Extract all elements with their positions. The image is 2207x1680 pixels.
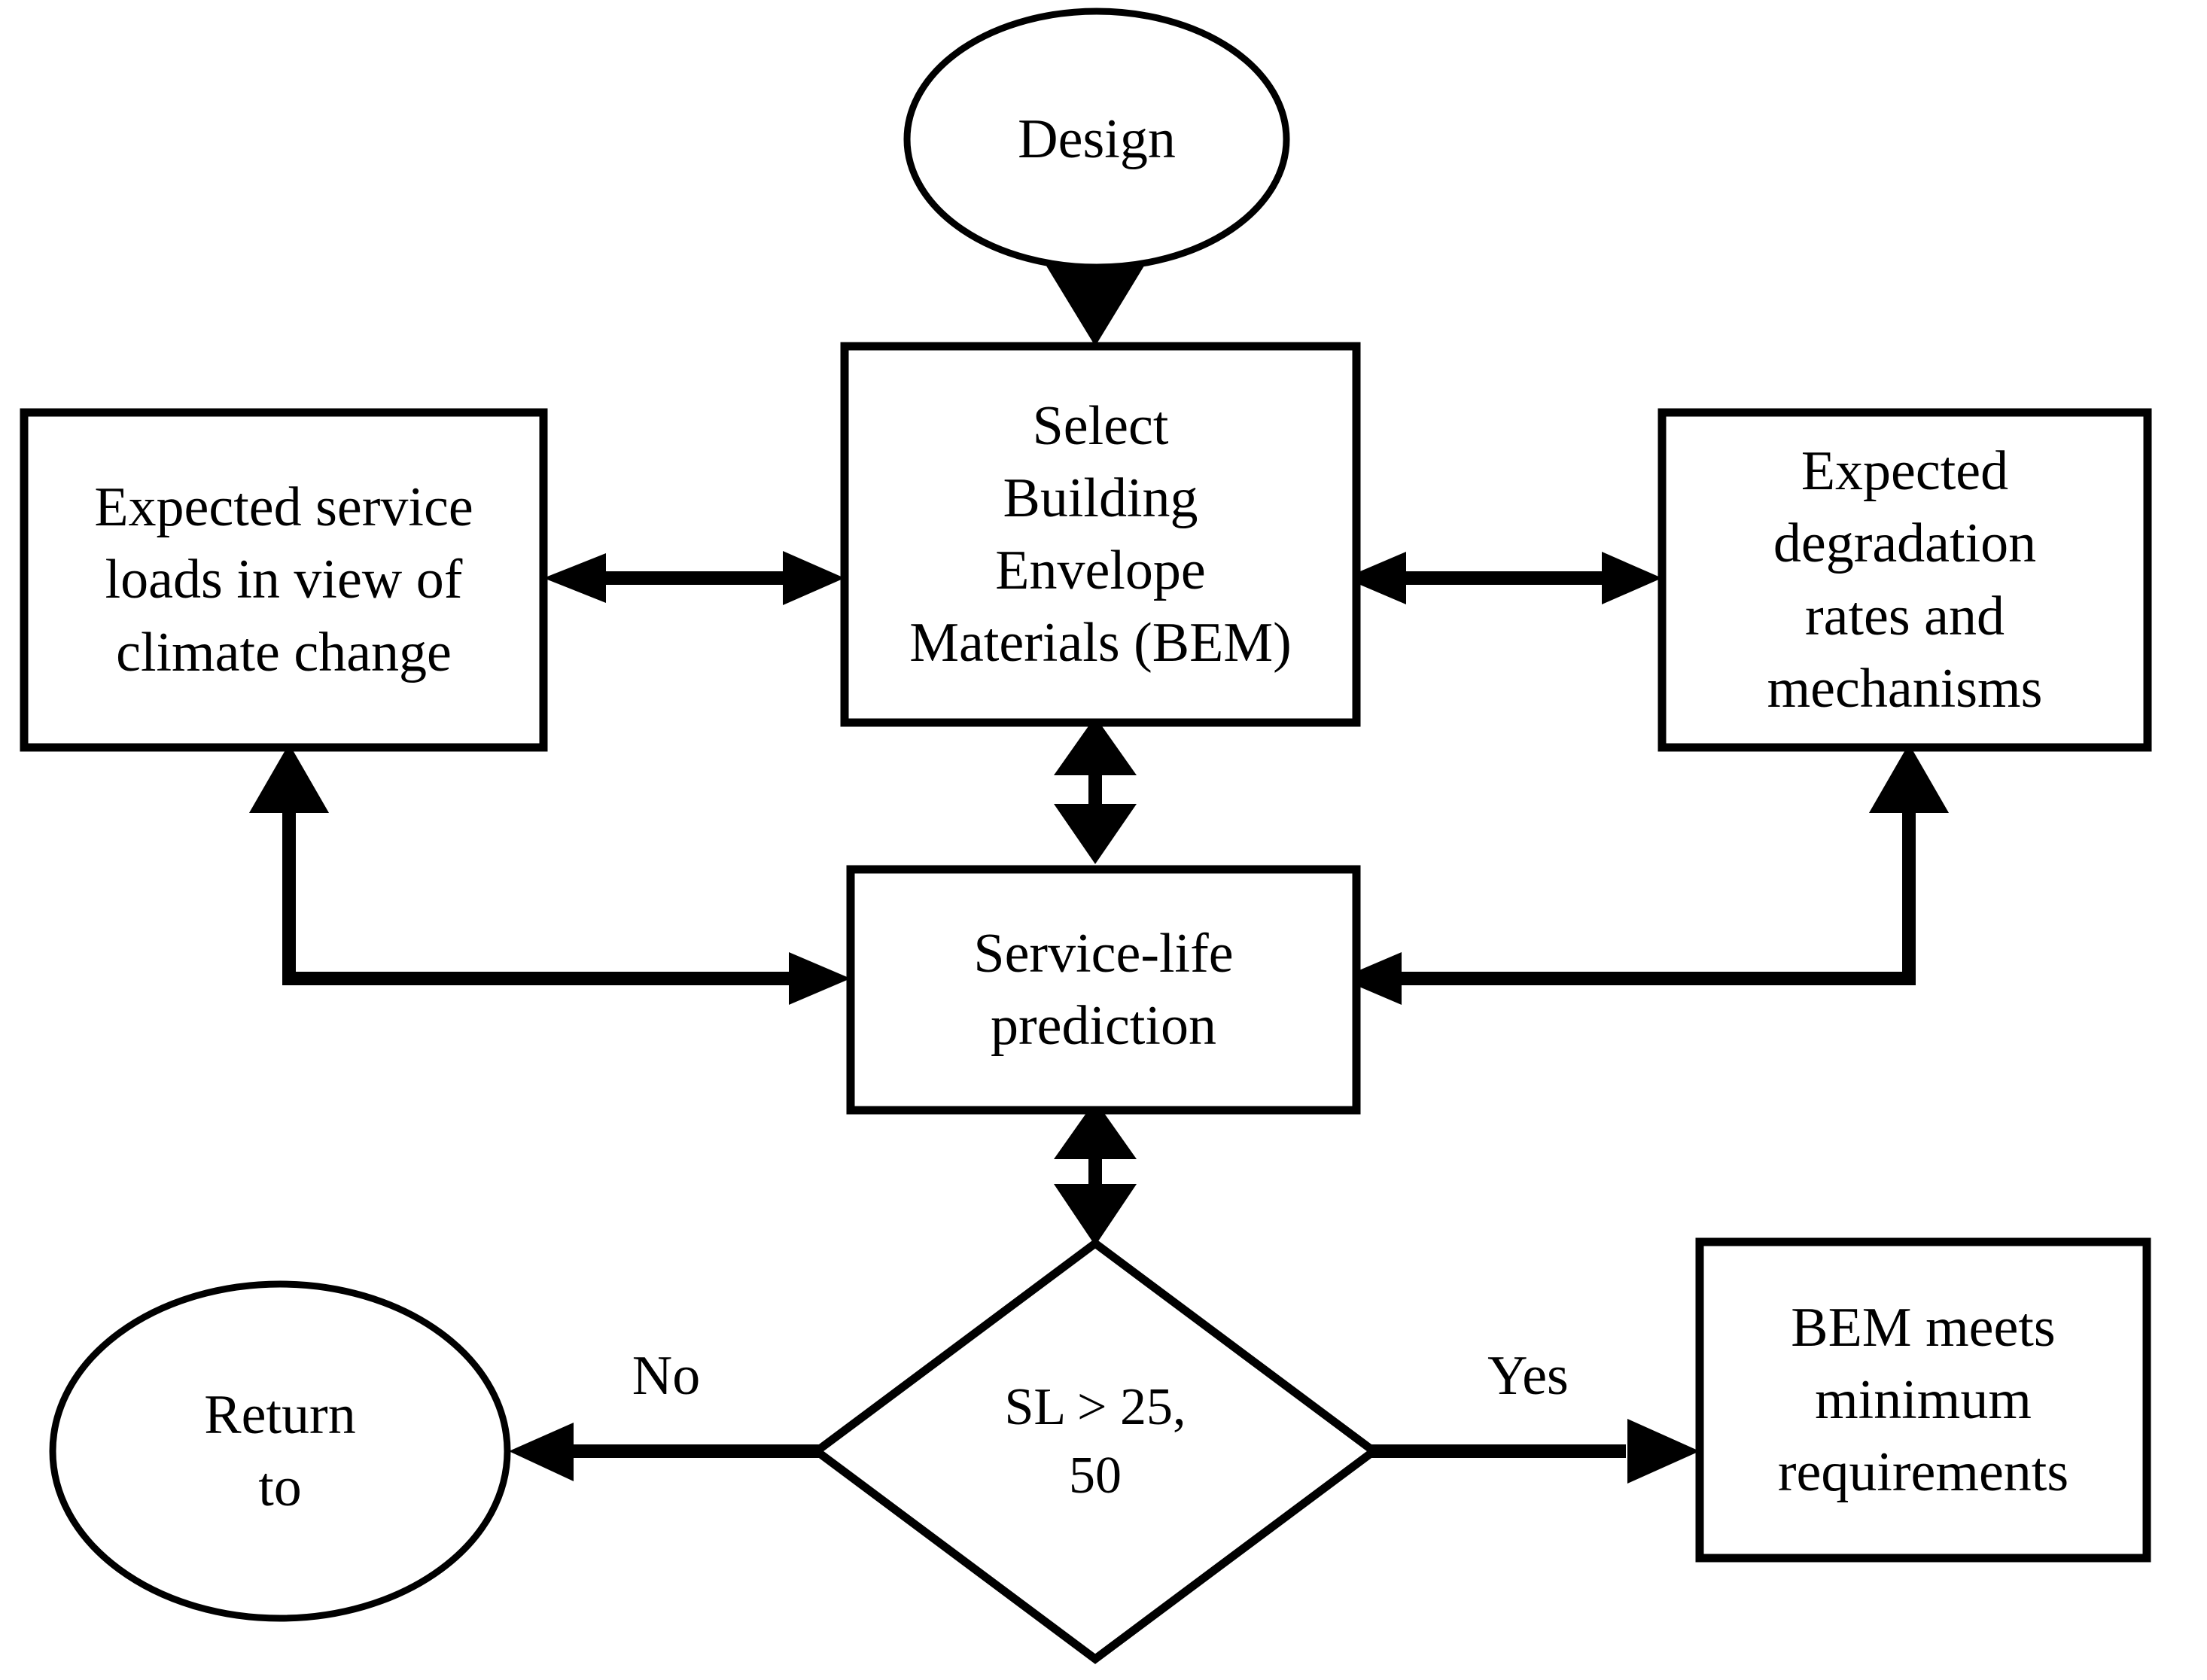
node-degradation-shape[interactable] (1658, 408, 2152, 752)
node-select-bem-shape[interactable] (840, 342, 1361, 727)
edge-decision-no (509, 1423, 832, 1481)
node-design-shape[interactable] (903, 8, 1290, 271)
edge-select-to-servicelife (1054, 717, 1137, 864)
edge-loads-to-select (543, 551, 845, 605)
edge-degradation-to-servicelife (1340, 744, 1949, 1005)
node-service-life-shape[interactable] (846, 865, 1361, 1115)
node-service-loads-shape[interactable] (20, 408, 548, 752)
node-decision-shape[interactable] (809, 1238, 1381, 1664)
edge-loads-to-servicelife (249, 744, 851, 1005)
node-bem-meets-shape[interactable] (1695, 1237, 2151, 1563)
edge-servicelife-to-decision (1054, 1100, 1137, 1246)
edge-select-to-degradation (1344, 552, 1662, 604)
node-return-to-shape[interactable] (49, 1280, 511, 1622)
edge-decision-yes (1371, 1419, 1700, 1484)
